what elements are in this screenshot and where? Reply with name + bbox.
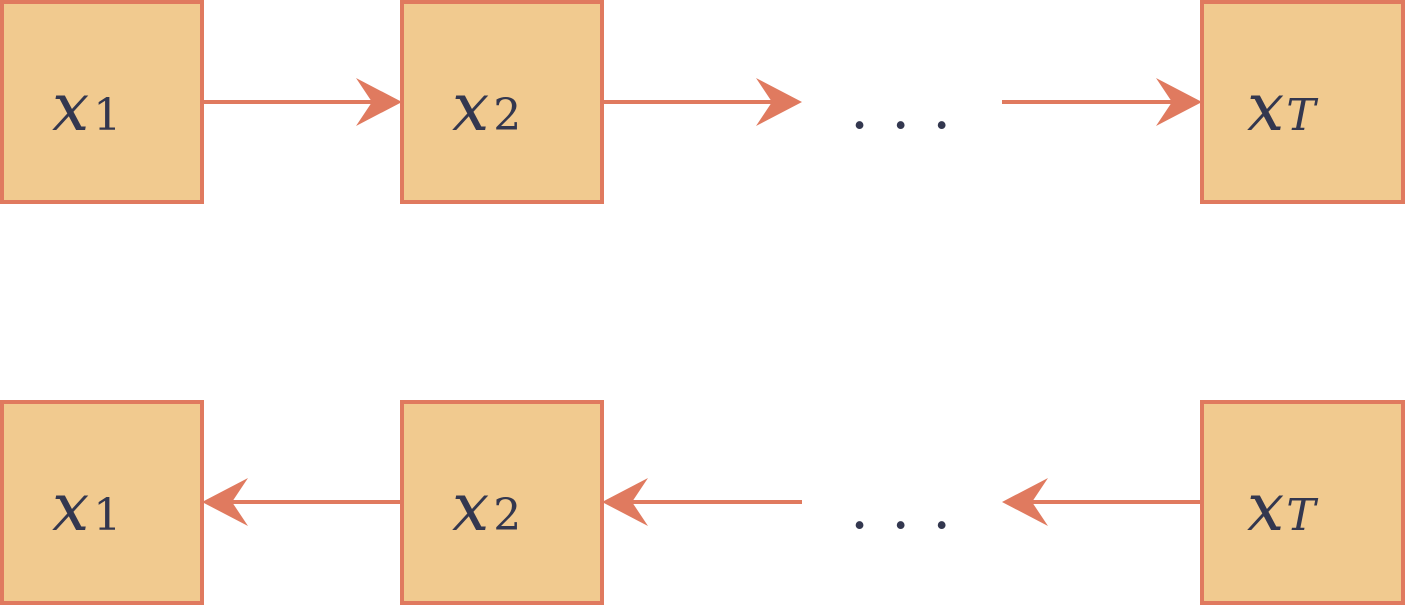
forward-ellipsis: ... — [850, 73, 973, 143]
forward-arrow-ellipsis-xT — [1002, 78, 1202, 126]
forward-node-x1: x1 — [0, 0, 204, 204]
backward-arrow-ellipsis-x2-head — [602, 478, 648, 526]
backward-node-xT: xT — [1200, 400, 1405, 605]
backward-node-x2-symbol: x — [452, 469, 489, 546]
forward-arrow-ellipsis-xT-head — [1156, 78, 1202, 126]
backward-node-xT-label: xT — [1247, 469, 1319, 546]
forward-node-xT-label: xT — [1247, 69, 1319, 146]
forward-node-x2-label: x2 — [452, 69, 521, 146]
forward-node-x1-symbol: x — [52, 69, 89, 146]
backward-node-x1-subscript: 1 — [93, 490, 121, 541]
forward-arrow-x2-ellipsis-head — [756, 78, 802, 126]
backward-node-xT-box — [1200, 400, 1405, 605]
backward-ellipsis: ... — [850, 473, 973, 543]
backward-node-xT-subscript: T — [1286, 490, 1319, 541]
forward-node-x1-subscript: 1 — [93, 90, 121, 141]
backward-node-x1: x1 — [0, 400, 204, 605]
backward-node-x1-box — [0, 400, 204, 605]
backward-node-x1-symbol: x — [52, 469, 89, 546]
forward-node-xT: xT — [1200, 0, 1405, 204]
backward-arrow-xT-ellipsis-head — [1002, 478, 1048, 526]
backward-chain: x1 x2 ... xT — [0, 400, 1405, 605]
forward-node-x2-subscript: 2 — [493, 90, 521, 141]
backward-arrow-xT-ellipsis — [1002, 478, 1202, 526]
backward-arrow-ellipsis-x2 — [602, 478, 802, 526]
forward-node-xT-subscript: T — [1286, 90, 1319, 141]
backward-node-x2-subscript: 2 — [493, 490, 521, 541]
forward-arrow-x2-ellipsis — [602, 78, 802, 126]
forward-node-xT-symbol: x — [1247, 69, 1284, 146]
backward-node-x2: x2 — [400, 400, 604, 605]
backward-arrow-x2-x1-head — [202, 478, 248, 526]
forward-node-xT-box — [1200, 0, 1405, 204]
backward-node-x2-box — [400, 400, 604, 605]
forward-node-x1-box — [0, 0, 204, 204]
forward-arrow-x1-x2 — [202, 78, 402, 126]
forward-chain: x1 x2 ... xT — [0, 0, 1405, 204]
forward-node-x1-label: x1 — [52, 69, 121, 146]
forward-node-x2: x2 — [400, 0, 604, 204]
backward-arrow-x2-x1 — [202, 478, 402, 526]
backward-node-x1-label: x1 — [52, 469, 121, 546]
backward-node-x2-label: x2 — [452, 469, 521, 546]
forward-node-x2-box — [400, 0, 604, 204]
forward-node-x2-symbol: x — [452, 69, 489, 146]
backward-node-xT-symbol: x — [1247, 469, 1284, 546]
forward-arrow-x1-x2-head — [356, 78, 402, 126]
